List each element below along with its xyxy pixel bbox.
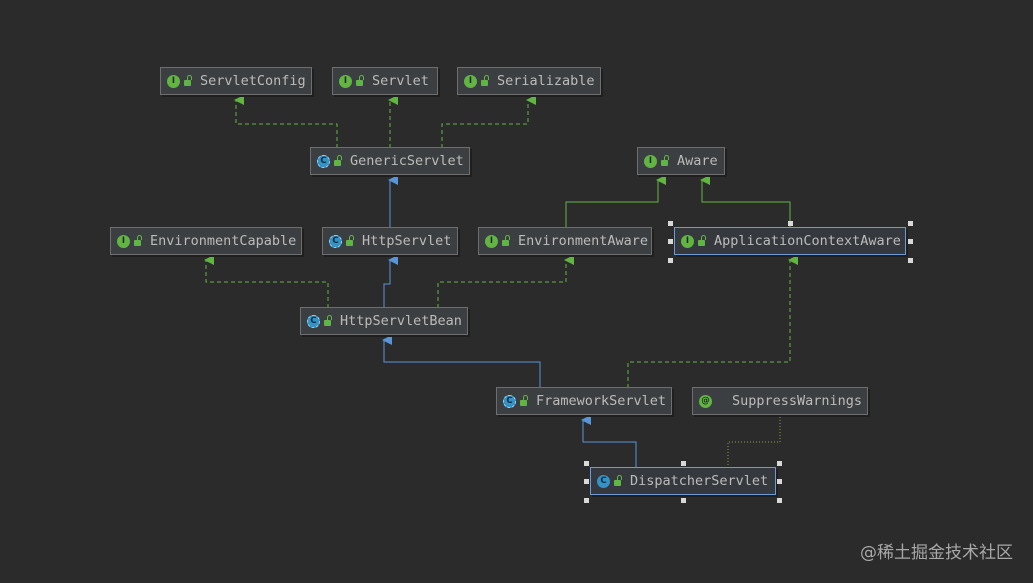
lock-icon <box>346 235 354 246</box>
lock-icon <box>184 75 192 86</box>
node-dispatcher-servlet[interactable]: C DispatcherServlet <box>590 467 776 495</box>
node-serializable[interactable]: I Serializable <box>457 67 601 95</box>
node-label: DispatcherServlet <box>630 473 769 489</box>
abstract-class-icon: C <box>317 154 330 168</box>
node-suppress-warnings[interactable]: @ SuppressWarnings <box>692 387 868 415</box>
selection-handle[interactable] <box>681 498 686 503</box>
edge-environmentaware-aware <box>565 175 666 228</box>
edge-httpservletbean-environmentcapable <box>204 255 329 308</box>
selection-handle[interactable] <box>908 221 913 226</box>
selection-handle[interactable] <box>777 479 782 484</box>
abstract-class-icon: C <box>503 394 516 408</box>
selection-handle[interactable] <box>584 498 589 503</box>
node-label: GenericServlet <box>350 153 464 169</box>
selection-handle[interactable] <box>777 498 782 503</box>
node-label: HttpServlet <box>362 233 452 249</box>
edge-dispatcherservlet-frameworkservlet <box>581 415 637 468</box>
node-label: Servlet <box>372 73 429 89</box>
node-servlet[interactable]: I Servlet <box>332 67 438 95</box>
node-environment-capable[interactable]: I EnvironmentCapable <box>110 227 302 255</box>
selection-handle[interactable] <box>668 258 673 263</box>
selection-handle[interactable] <box>668 221 673 226</box>
node-http-servlet-bean[interactable]: C HttpServletBean <box>300 307 468 335</box>
lock-icon <box>134 235 142 246</box>
interface-icon: I <box>339 74 352 88</box>
node-label: SuppressWarnings <box>732 393 863 409</box>
node-label: EnvironmentCapable <box>150 233 297 249</box>
watermark: @稀土掘金技术社区 <box>860 543 1013 563</box>
node-aware[interactable]: I Aware <box>637 147 725 175</box>
node-label: HttpServletBean <box>340 313 462 329</box>
edge-frameworkservlet-httpservletbean <box>382 335 541 388</box>
selection-handle[interactable] <box>908 239 913 244</box>
node-generic-servlet[interactable]: C GenericServlet <box>310 147 470 175</box>
lock-icon <box>334 155 342 166</box>
interface-icon: I <box>681 234 694 248</box>
node-framework-servlet[interactable]: C FrameworkServlet <box>496 387 672 415</box>
annotation-icon: @ <box>699 394 712 408</box>
edge-httpservletbean-httpservlet <box>383 255 398 308</box>
abstract-class-icon: C <box>307 314 320 328</box>
lock-icon <box>661 155 669 166</box>
node-label: FrameworkServlet <box>536 393 667 409</box>
interface-icon: I <box>117 234 130 248</box>
edge-httpservletbean-environmentaware <box>437 255 574 308</box>
edge-dispatcherservlet-suppresswarnings <box>727 416 781 468</box>
edge-genericservlet-serializable <box>441 95 536 148</box>
node-label: EnvironmentAware <box>518 233 649 249</box>
selection-handle[interactable] <box>788 221 793 226</box>
node-label: ApplicationContextAware <box>714 233 901 249</box>
selection-handle[interactable] <box>584 479 589 484</box>
interface-icon: I <box>167 74 180 88</box>
selection-handle[interactable] <box>681 461 686 466</box>
lock-icon <box>481 75 489 86</box>
node-environment-aware[interactable]: I EnvironmentAware <box>478 227 652 255</box>
node-servlet-config[interactable]: I ServletConfig <box>160 67 312 95</box>
lock-icon <box>520 395 528 406</box>
lock-icon <box>324 315 332 326</box>
node-application-context-aware[interactable]: I ApplicationContextAware <box>674 227 906 255</box>
lock-icon <box>614 475 622 486</box>
interface-icon: I <box>485 234 498 248</box>
selection-handle[interactable] <box>584 461 589 466</box>
lock-icon <box>502 235 510 246</box>
edge-frameworkservlet-applicationcontextaware <box>627 255 798 388</box>
edge-genericservlet-servletconfig <box>234 95 338 148</box>
node-label: Serializable <box>497 73 595 89</box>
node-label: Aware <box>677 153 718 169</box>
selection-handle[interactable] <box>777 461 782 466</box>
lock-icon <box>698 235 706 246</box>
interface-icon: I <box>464 74 477 88</box>
selection-handle[interactable] <box>668 239 673 244</box>
class-icon: C <box>597 474 610 488</box>
node-http-servlet[interactable]: C HttpServlet <box>322 227 458 255</box>
lock-icon <box>356 75 364 86</box>
abstract-class-icon: C <box>329 234 342 248</box>
interface-icon: I <box>644 154 657 168</box>
selection-handle[interactable] <box>908 258 913 263</box>
edge-applicationcontextaware-aware <box>700 175 791 228</box>
node-label: ServletConfig <box>200 73 306 89</box>
